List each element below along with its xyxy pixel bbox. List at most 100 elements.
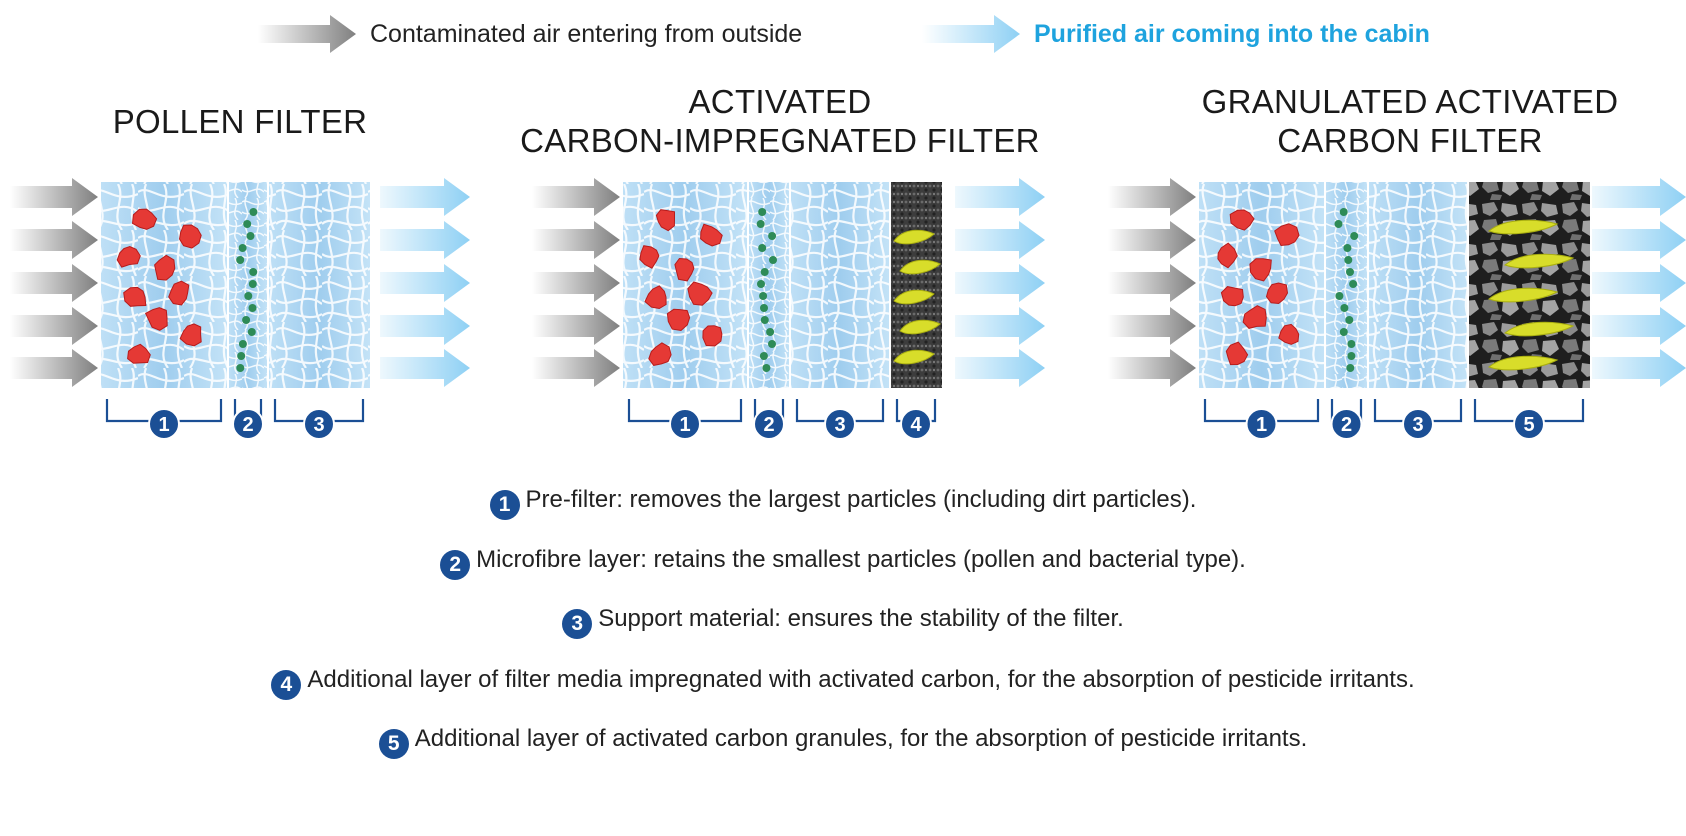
- pollen-particle: [759, 352, 768, 360]
- layer-number-badge: [303, 408, 335, 440]
- layer-number: 3: [313, 414, 324, 436]
- pollen-particle: [756, 220, 765, 228]
- layer-number: 2: [763, 414, 774, 436]
- title-line: GRANULATED ACTIVATED: [1201, 83, 1619, 120]
- title-line: POLLEN FILTER: [112, 103, 368, 140]
- pollen-particle: [760, 304, 768, 312]
- legend-cabin-air: Purified air coming into the cabin: [922, 14, 1430, 54]
- dirt-particle: [1217, 242, 1238, 269]
- fibre-texture: [268, 182, 370, 388]
- layer-number-badge: [1330, 408, 1363, 440]
- pollen-particle: [769, 256, 777, 264]
- dirt-particle: [179, 323, 202, 347]
- pollen-particle: [762, 364, 771, 372]
- inbound-air-arrow: [10, 307, 98, 345]
- dirt-particle: [644, 285, 667, 310]
- outbound-air-arrow: [1592, 221, 1686, 259]
- inbound-air-arrow: [532, 178, 620, 216]
- outbound-air-arrow: [380, 349, 470, 387]
- dirt-particle: [144, 307, 168, 331]
- number-badge: 4: [271, 670, 302, 700]
- inbound-air-arrow: [532, 221, 620, 259]
- pollen-particle: [766, 328, 775, 336]
- layer-number-badge: [753, 408, 785, 440]
- dirt-particle: [123, 286, 147, 307]
- dirt-particle: [178, 224, 202, 249]
- pollen-particle: [1339, 208, 1348, 216]
- dirt-particle: [154, 254, 176, 281]
- pollen-particle: [1334, 220, 1343, 228]
- title-line: ACTIVATED: [688, 83, 872, 120]
- pollen-particle: [244, 292, 253, 300]
- pollen-particle: [1339, 328, 1348, 336]
- outbound-air-arrow: [380, 307, 470, 345]
- irritant-particle: [1487, 219, 1559, 235]
- inbound-air-arrow: [10, 178, 98, 216]
- number-badge: 2: [440, 550, 471, 580]
- pollen-particle: [246, 232, 255, 240]
- layer-number: 3: [834, 414, 845, 436]
- description-text: Support material: ensures the stability …: [598, 605, 1124, 632]
- description-text: Microfibre layer: retains the smallest p…: [476, 546, 1246, 573]
- dirt-particle: [648, 342, 672, 366]
- irritant-particle: [893, 349, 935, 365]
- pollen-particle: [238, 340, 247, 348]
- layer-number: 1: [158, 414, 169, 436]
- dirt-particle: [666, 308, 691, 332]
- pollen-particle: [236, 364, 245, 372]
- fibre-texture: [748, 182, 790, 388]
- pollen-particle: [768, 340, 776, 348]
- layer-number-badge: [1402, 408, 1434, 440]
- pollen-particle: [247, 328, 256, 336]
- pollen-particle: [1335, 292, 1344, 300]
- dirt-particle: [674, 257, 695, 282]
- outbound-air-arrow: [380, 264, 470, 302]
- dirt-particle: [687, 281, 713, 306]
- layer-number-badge: [669, 408, 701, 440]
- description-text: Additional layer of activated carbon gra…: [414, 725, 1308, 752]
- pollen-particle: [1347, 340, 1356, 348]
- fibre-texture: [622, 182, 748, 388]
- pollen-particle: [248, 280, 257, 288]
- outbound-air-arrow: [380, 221, 470, 259]
- legend-cabin-label: Purified air coming into the cabin: [1034, 19, 1430, 48]
- pollen-particle: [760, 268, 769, 276]
- pollen-particle: [1345, 316, 1354, 324]
- pollen-particle: [249, 268, 258, 276]
- layer-number-badge: [1513, 408, 1545, 440]
- layer-number: 2: [242, 414, 253, 436]
- fibre-texture: [790, 182, 890, 388]
- layer-number: 1: [1256, 414, 1267, 436]
- outbound-air-arrow: [1592, 264, 1686, 302]
- layer-number-badge: [232, 408, 264, 440]
- dirt-particle: [1265, 282, 1289, 305]
- outbound-air-arrow: [955, 307, 1045, 345]
- fibre-texture: [1325, 182, 1368, 388]
- pollen-particle: [238, 244, 247, 252]
- description-text: Pre-filter: removes the largest particle…: [525, 486, 1197, 513]
- legend-outside-air: Contaminated air entering from outside: [258, 14, 802, 54]
- outbound-air-arrow: [955, 264, 1045, 302]
- outbound-air-arrow: [380, 178, 470, 216]
- dirt-particle: [168, 280, 190, 306]
- number-badge: 3: [562, 609, 593, 639]
- pollen-particle: [768, 232, 777, 240]
- pollen-particle: [1343, 244, 1352, 252]
- dirt-particle: [1229, 209, 1255, 231]
- legend-outside-label: Contaminated air entering from outside: [370, 19, 803, 48]
- layer-number-badge: [1245, 408, 1278, 440]
- inbound-air-arrow: [532, 307, 620, 345]
- pollen-particle: [242, 316, 251, 324]
- outbound-air-arrow: [955, 349, 1045, 387]
- pollen-particle: [236, 256, 245, 264]
- dirt-particle: [131, 208, 158, 230]
- granulated-carbon-filter-title: GRANULATED ACTIVATED CARBON FILTER: [1150, 82, 1670, 160]
- pollen-particle: [760, 316, 769, 324]
- outbound-air-arrow: [955, 221, 1045, 259]
- pollen-particle: [758, 208, 767, 216]
